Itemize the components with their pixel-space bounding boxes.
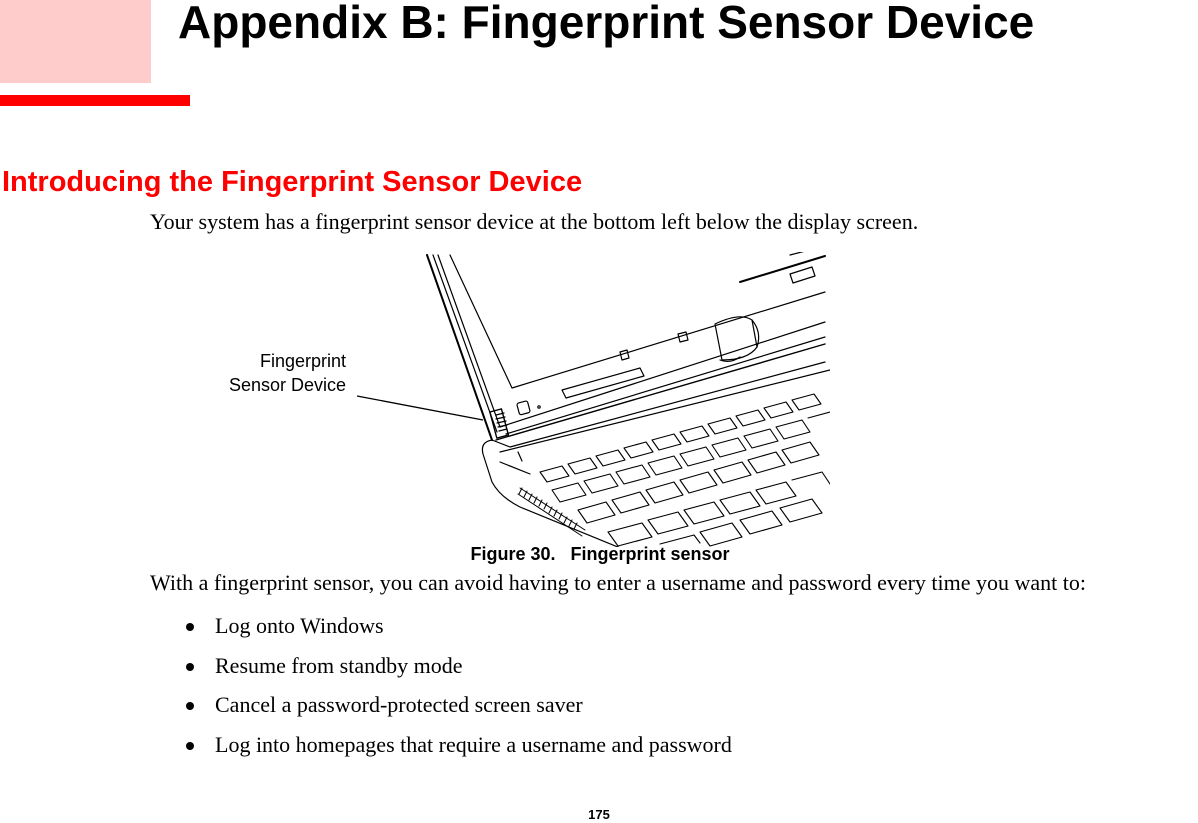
intro-paragraph: Your system has a fingerprint sensor dev… bbox=[150, 209, 919, 234]
chapter-tab-decoration bbox=[0, 0, 151, 83]
figure-fingerprint-sensor: Fingerprint Sensor Device bbox=[200, 252, 830, 547]
bullet-icon bbox=[186, 623, 194, 631]
list-item-text: Resume from standby mode bbox=[215, 652, 463, 678]
chapter-rule bbox=[0, 95, 190, 106]
callout-label: Fingerprint Sensor Device bbox=[200, 349, 346, 397]
laptop-illustration bbox=[426, 252, 830, 547]
page-number: 175 bbox=[588, 807, 610, 822]
bullet-icon bbox=[186, 662, 194, 671]
callout-line-2: Sensor Device bbox=[228, 375, 346, 395]
bullet-icon bbox=[186, 741, 194, 750]
list-item-text: Log onto Windows bbox=[215, 613, 384, 638]
section-heading: Introducing the Fingerprint Sensor Devic… bbox=[2, 166, 583, 198]
chapter-title: Appendix B: Fingerprint Sensor Device bbox=[178, 0, 1035, 48]
list-item-text: Log into homepages that require a userna… bbox=[215, 731, 732, 757]
bullet-icon bbox=[186, 702, 194, 710]
list-item: Cancel a password-protected screen saver bbox=[150, 691, 732, 731]
figure-caption: Figure 30. Fingerprint sensor bbox=[470, 544, 730, 564]
list-item: Log into homepages that require a userna… bbox=[150, 731, 732, 771]
callout-line-1: Fingerprint bbox=[259, 351, 346, 371]
callout-leader-line bbox=[356, 395, 484, 421]
feature-list: Log onto Windows Resume from standby mod… bbox=[150, 612, 732, 770]
list-item: Resume from standby mode bbox=[150, 652, 732, 692]
list-item: Log onto Windows bbox=[150, 612, 732, 652]
lead-paragraph: With a fingerprint sensor, you can avoid… bbox=[150, 570, 1087, 595]
list-item-text: Cancel a password-protected screen saver bbox=[215, 692, 583, 717]
